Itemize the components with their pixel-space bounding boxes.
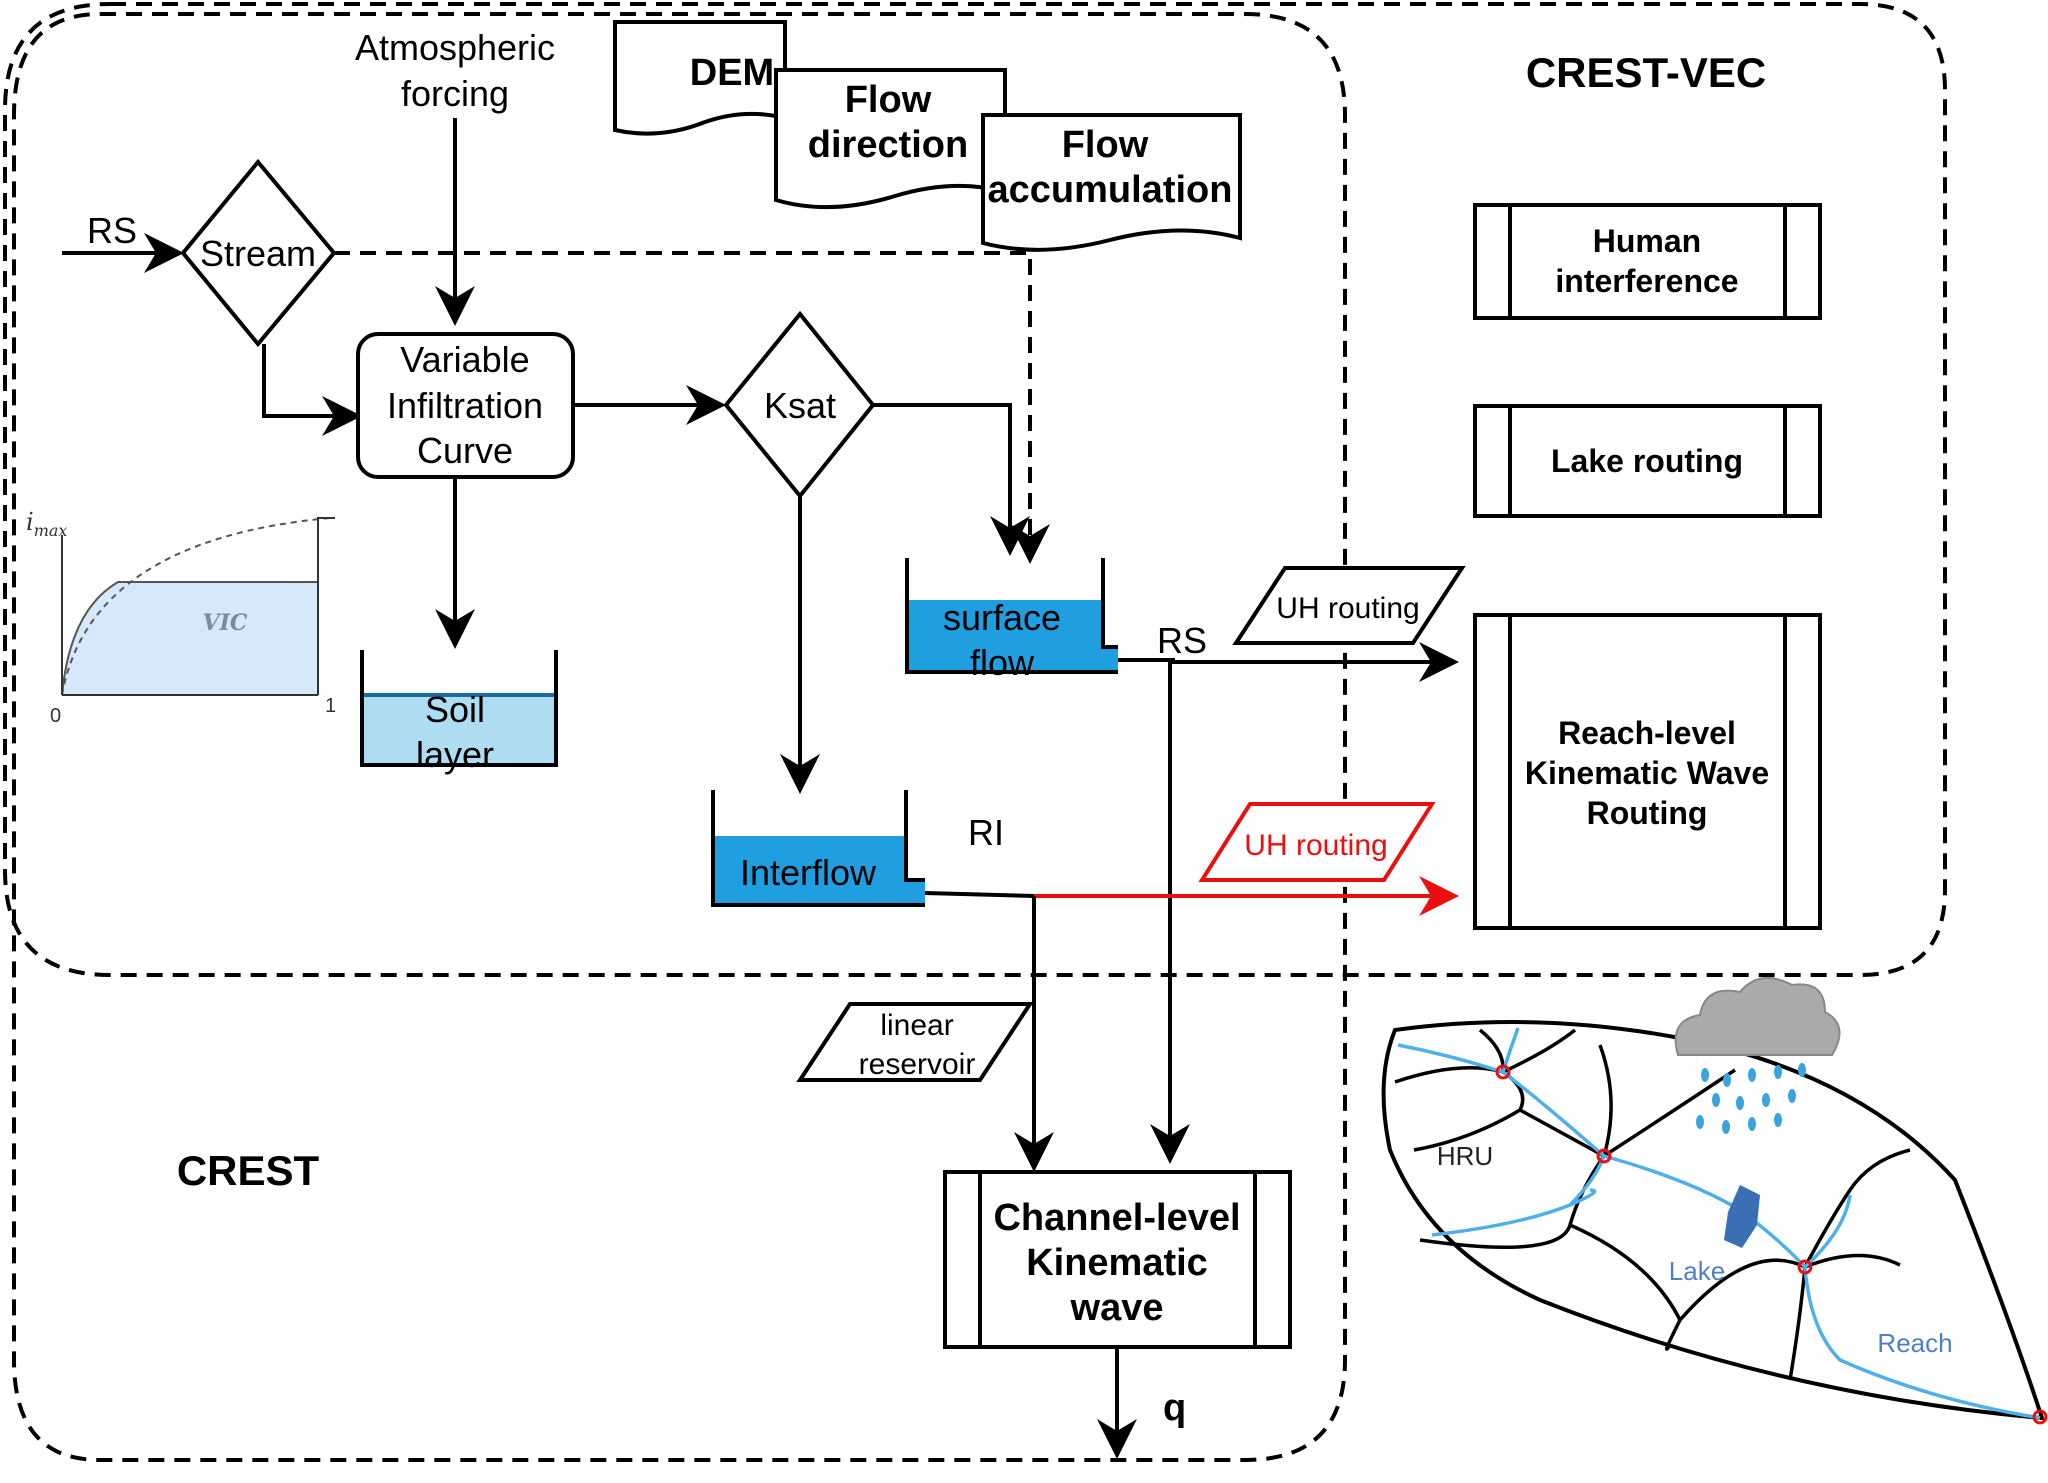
atmospheric-forcing-label: Atmospheric <box>355 27 555 68</box>
crest-vec-boundary <box>3 2 1947 977</box>
junction-node-1 <box>1495 1064 1511 1080</box>
dem-label: DEM <box>690 52 774 94</box>
ri-label: RI <box>968 812 1004 853</box>
surface-flow-water <box>907 600 1118 672</box>
vic-box <box>356 332 575 479</box>
interflow-label: Interflow <box>740 852 877 893</box>
rain-cloud-icon <box>1674 977 1841 1056</box>
crest-vec-title: CREST-VEC <box>1526 49 1766 96</box>
flow-direction-label-2: direction <box>808 124 968 166</box>
vic-y-label: imax <box>26 508 67 540</box>
vic-x-max: 1 <box>325 695 336 717</box>
ksat-to-surface-arrow <box>873 403 1030 556</box>
channel-kinematic-label: Channel-level <box>993 1197 1240 1239</box>
reach-routing-label-2: Kinematic Wave <box>1525 755 1769 791</box>
reach-label: Reach <box>1877 1328 1952 1358</box>
vic-area-edge <box>61 581 319 696</box>
stream-decision <box>180 158 337 348</box>
lake-label: Lake <box>1669 1256 1725 1286</box>
vic-dashed-curve <box>61 517 331 696</box>
interflow-outflow-line <box>924 891 1035 898</box>
lake-shape <box>1724 1185 1760 1248</box>
ksat-label: Ksat <box>764 385 836 426</box>
human-interference-label-2: interference <box>1555 263 1738 299</box>
reach-routing-label: Reach-level <box>1558 715 1736 751</box>
reach-routing-label-3: Routing <box>1587 795 1708 831</box>
q-label: q <box>1163 1387 1186 1429</box>
vic-curve-plot: imax VIC 0 1 <box>26 508 336 727</box>
hru-boundaries <box>1394 1028 1911 1381</box>
rs-label: RS <box>1157 620 1207 661</box>
uh-routing-label-1: UH routing <box>1276 592 1419 625</box>
surface-flow-label-2: flow <box>970 642 1035 683</box>
junction-node-2 <box>1596 1148 1612 1164</box>
lake-routing-box <box>1473 404 1822 518</box>
surface-flow-label: surface <box>943 597 1061 638</box>
crest-title: CREST <box>177 1147 320 1194</box>
vic-label-3: Curve <box>417 430 513 471</box>
uh-routing-box-2 <box>1198 802 1436 882</box>
outlet-node <box>2032 1409 2048 1425</box>
uh-routing-label-2: UH routing <box>1244 829 1387 862</box>
soil-layer-label: Soil <box>425 689 485 730</box>
watershed-illustration: HRU Lake Reach <box>1381 977 2048 1425</box>
channel-kinematic-box <box>943 1170 1292 1349</box>
interflow-water <box>713 836 925 905</box>
soil-layer-tank <box>360 650 558 767</box>
dem-document <box>613 20 787 136</box>
vic-label-2: Infiltration <box>387 385 543 426</box>
vic-x-min: 0 <box>50 705 61 727</box>
interflow-tank <box>711 790 925 907</box>
vic-right-edge <box>317 517 335 695</box>
rs-input-label: RS <box>87 210 137 251</box>
flow-direction-label: Flow <box>845 79 932 121</box>
reach-routing-box <box>1473 613 1822 930</box>
lake-routing-label: Lake routing <box>1551 443 1743 479</box>
vic-label: Variable <box>400 339 529 380</box>
stream-label: Stream <box>200 233 316 274</box>
uh-routing-box-1 <box>1232 566 1466 645</box>
watershed-outline <box>1381 1020 2045 1421</box>
flow-accumulation-label-2: accumulation <box>988 169 1233 211</box>
vic-area <box>62 582 318 695</box>
linear-reservoir-label-2: reservoir <box>859 1048 976 1081</box>
ksat-decision <box>723 310 876 500</box>
linear-reservoir-label: linear <box>880 1009 953 1042</box>
flow-accumulation-label: Flow <box>1062 124 1149 166</box>
crest-boundary <box>12 12 1347 1462</box>
hru-label: HRU <box>1437 1141 1493 1171</box>
raindrops <box>1696 1063 1806 1134</box>
surface-flow-tank <box>905 558 1118 674</box>
channel-kinematic-label-2: Kinematic <box>1026 1242 1208 1284</box>
stream-to-vic-arrow <box>262 344 362 436</box>
human-interference-box <box>1473 203 1822 320</box>
human-interference-label: Human <box>1593 223 1701 259</box>
atmospheric-forcing-label-2: forcing <box>401 73 509 114</box>
soil-layer-label-2: layer <box>416 734 494 775</box>
vic-area-label: VIC <box>203 610 248 636</box>
channel-kinematic-label-3: wave <box>1070 1287 1164 1329</box>
junction-node-3 <box>1797 1259 1813 1275</box>
linear-reservoir-box <box>796 1002 1034 1082</box>
flow-accumulation-document <box>981 113 1242 252</box>
